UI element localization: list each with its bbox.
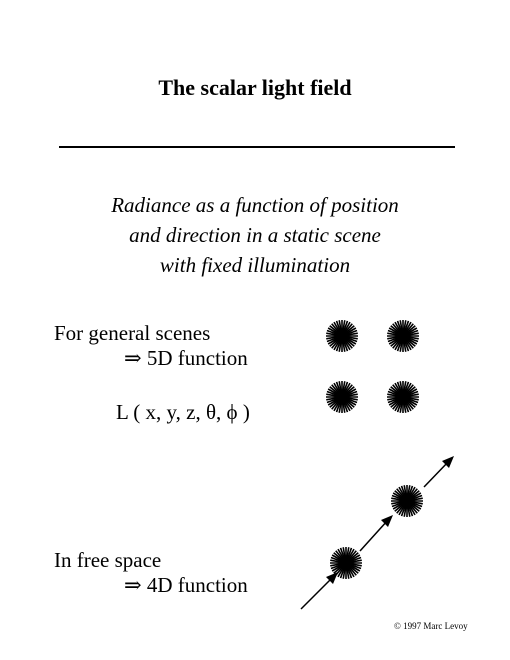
starburst-icon-top-right bbox=[387, 320, 419, 352]
starburst-center bbox=[343, 560, 349, 566]
light-field-formula: L ( x, y, z, θ, ϕ ) bbox=[116, 400, 250, 424]
starburst-center bbox=[339, 394, 345, 400]
free-space-implication: ⇒ 4D function bbox=[124, 573, 248, 597]
arrow-icon bbox=[442, 456, 454, 468]
starburst-icon bbox=[387, 381, 419, 413]
starburst-icon-top-left bbox=[326, 320, 358, 352]
arrow-icon bbox=[326, 572, 338, 584]
starburst-icon bbox=[387, 320, 419, 352]
starburst-center bbox=[400, 394, 406, 400]
starburst-icon bbox=[391, 485, 423, 517]
starburst-center bbox=[404, 498, 410, 504]
free-space-label: In free space bbox=[54, 548, 162, 572]
starburst-icon bbox=[330, 547, 362, 579]
ray-segment-3 bbox=[423, 460, 450, 488]
general-scenes-label: For general scenes bbox=[54, 321, 211, 345]
slide-title: The scalar light field bbox=[158, 75, 352, 100]
free-space-ray bbox=[300, 456, 454, 610]
starburst-icon bbox=[326, 381, 358, 413]
general-scenes-implication: ⇒ 5D function bbox=[124, 346, 248, 370]
title-divider bbox=[59, 146, 455, 148]
ray-segment-1 bbox=[300, 576, 334, 610]
starburst-center bbox=[400, 333, 406, 339]
ray-segment-2 bbox=[359, 519, 389, 552]
arrow-icon bbox=[381, 515, 393, 527]
subtitle-line-2: and direction in a static scene bbox=[129, 223, 381, 247]
subtitle-line-3: with fixed illumination bbox=[159, 253, 351, 277]
subtitle-line-1: Radiance as a function of position bbox=[111, 193, 399, 217]
starburst-icon-bottom-left bbox=[326, 381, 358, 413]
copyright-notice: © 1997 Marc Levoy bbox=[394, 621, 468, 631]
starburst-center bbox=[339, 333, 345, 339]
starburst-icon-bottom-right bbox=[387, 381, 419, 413]
starburst-icon bbox=[326, 320, 358, 352]
